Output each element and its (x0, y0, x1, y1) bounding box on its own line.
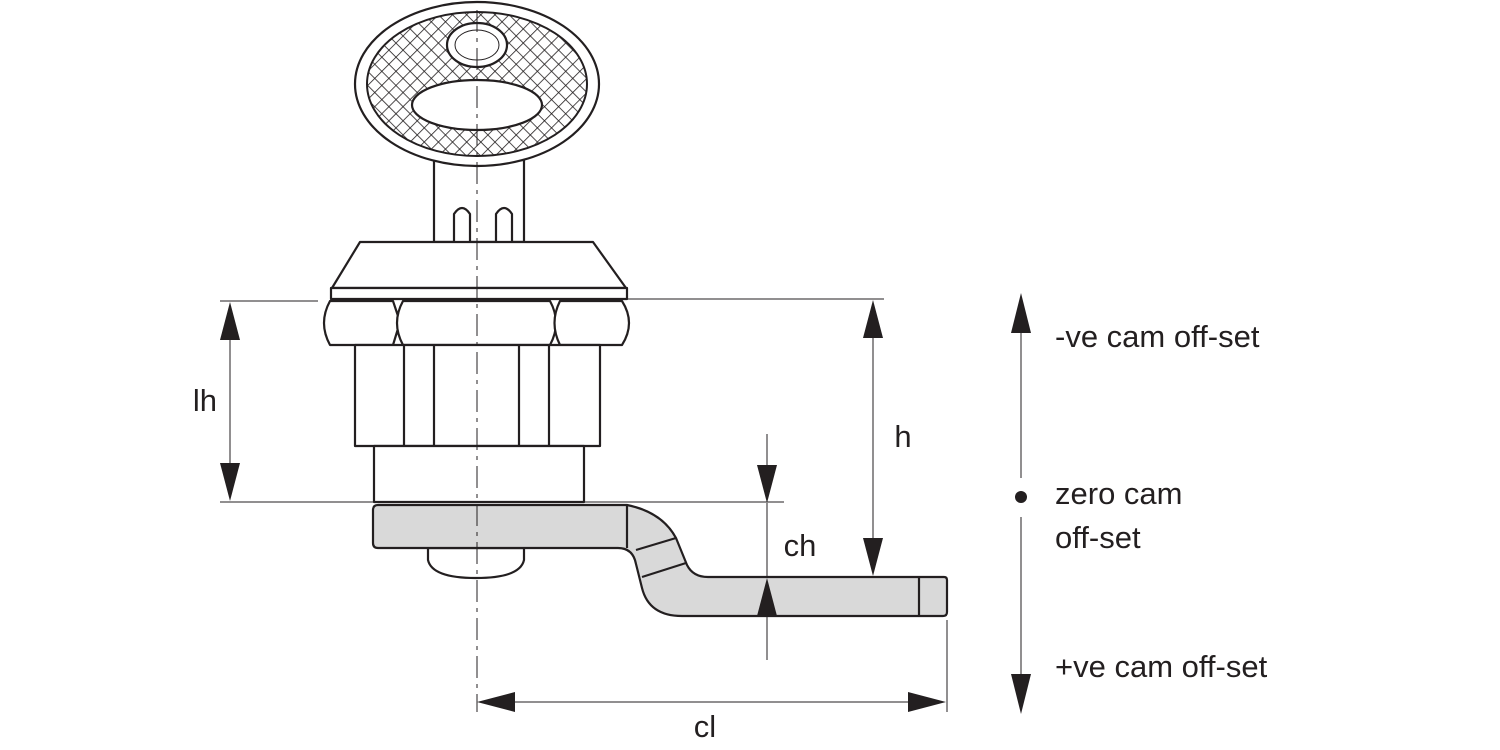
label-h: h (894, 419, 911, 454)
dimension-cl (477, 620, 948, 712)
label-zero-cam-offset-line2: off-set (1055, 520, 1141, 555)
label-cl: cl (694, 709, 716, 744)
dimension-h (627, 298, 884, 576)
label-negative-cam-offset: -ve cam off-set (1055, 319, 1260, 354)
cam-screw (426, 546, 526, 580)
label-ch: ch (784, 528, 817, 563)
key-blade-slot-left (452, 206, 472, 242)
key (353, 0, 601, 244)
zero-offset-dot (1015, 491, 1027, 503)
cam (371, 503, 949, 618)
dimension-lh (220, 300, 784, 503)
lock-bezel (329, 240, 629, 301)
label-lh: lh (193, 383, 217, 418)
label-positive-cam-offset: +ve cam off-set (1055, 649, 1268, 684)
cam-offset-axis (1011, 293, 1031, 714)
cam-plate (371, 503, 949, 618)
key-blade-slot-right (494, 206, 514, 242)
label-zero-cam-offset-line1: zero cam (1055, 476, 1182, 511)
dimension-ch (757, 434, 777, 660)
